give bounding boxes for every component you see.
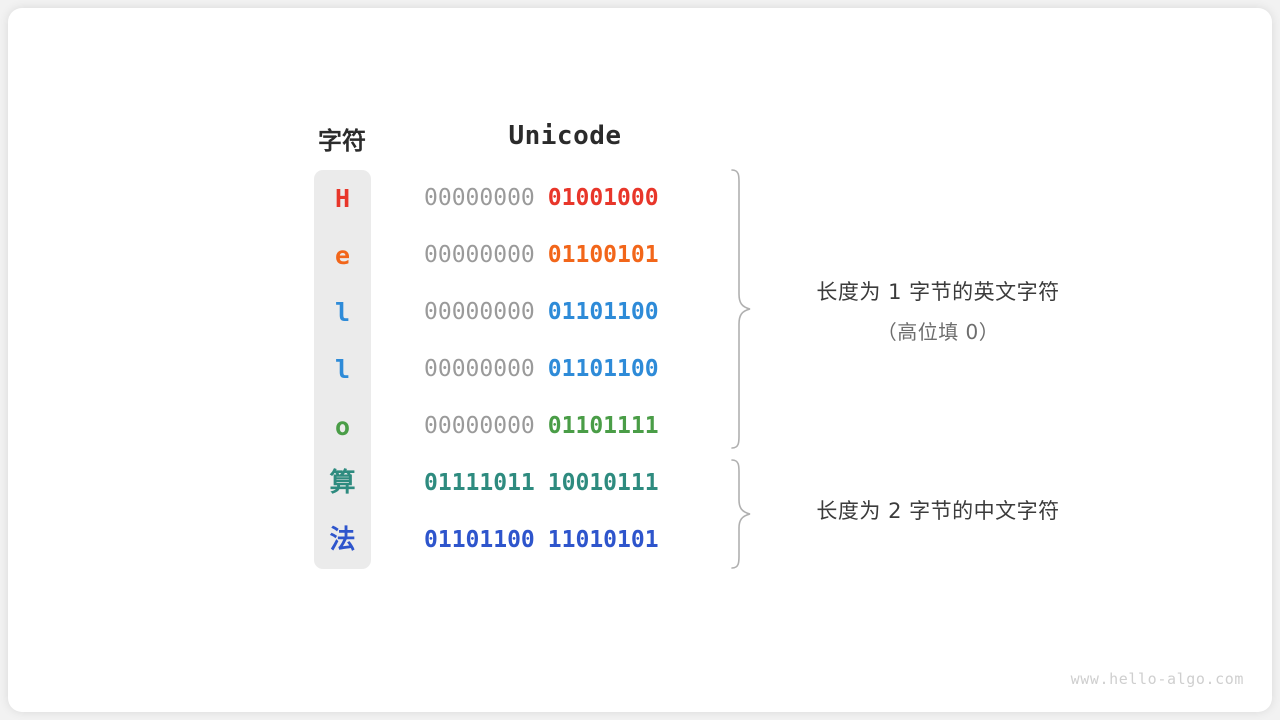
binary-byte-high: 01101100: [424, 527, 535, 553]
character-cell: 算: [329, 468, 356, 498]
column-header-character: 字符: [318, 127, 366, 155]
annotation-chinese: 长度为 2 字节的中文字符: [768, 495, 1108, 525]
binary-byte-low: 11010101: [547, 527, 659, 553]
binary-row: 00000000 01101100: [424, 284, 714, 341]
character-cell: 法: [329, 525, 356, 555]
watermark-url: www.hello-algo.com: [1070, 670, 1244, 688]
binary-byte-low: 01100101: [547, 242, 659, 268]
binary-row: 00000000 01101100: [424, 341, 714, 398]
brace-english-group: [731, 169, 751, 449]
binary-byte-high: 00000000: [424, 356, 535, 382]
character-cell: o: [334, 412, 351, 441]
binary-byte-low: 10010111: [547, 470, 659, 496]
annotation-english-line1: 长度为 1 字节的英文字符: [816, 280, 1060, 304]
binary-row: 01111011 10010111: [424, 455, 714, 512]
character-cell: e: [334, 241, 351, 270]
binary-byte-high: 00000000: [424, 413, 535, 439]
binary-byte-high: 00000000: [424, 299, 535, 325]
annotation-english: 长度为 1 字节的英文字符 （高位填 0）: [768, 276, 1108, 345]
binary-byte-high: 00000000: [424, 185, 535, 211]
binary-row: 01101100 11010101: [424, 512, 714, 569]
binary-row: 00000000 01101111: [424, 398, 714, 455]
annotation-english-line2: （高位填 0）: [876, 320, 1000, 344]
character-cell: l: [334, 298, 351, 327]
character-cell: l: [334, 355, 351, 384]
annotation-chinese-line1: 长度为 2 字节的中文字符: [816, 499, 1060, 523]
brace-chinese-group: [731, 459, 751, 569]
binary-byte-low: 01001000: [547, 185, 659, 211]
binary-byte-low: 01101111: [547, 413, 659, 439]
character-cell: H: [334, 184, 351, 213]
binary-row: 00000000 01100101: [424, 227, 714, 284]
character-column: [314, 170, 371, 569]
binary-byte-low: 01101100: [547, 299, 659, 325]
column-header-unicode: Unicode: [508, 121, 622, 151]
binary-row: 00000000 01001000: [424, 170, 714, 227]
binary-byte-low: 01101100: [547, 356, 659, 382]
binary-byte-high: 01111011: [424, 470, 535, 496]
binary-byte-high: 00000000: [424, 242, 535, 268]
